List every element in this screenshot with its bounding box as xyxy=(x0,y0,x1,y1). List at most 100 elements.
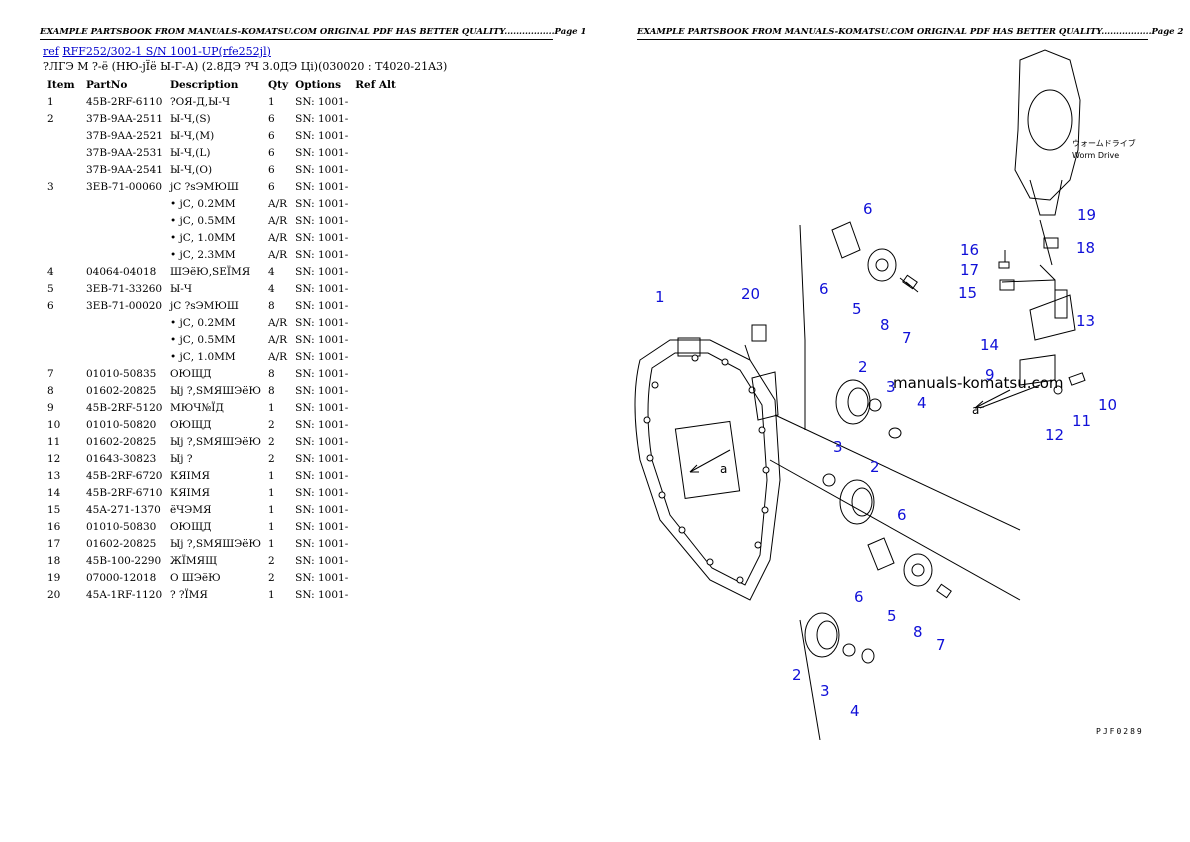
worm-drive-label-en: Worm Drive xyxy=(1072,151,1120,160)
callout-2: 2 xyxy=(792,666,802,684)
cell-item: 10 xyxy=(47,418,61,431)
cell-ref-alt xyxy=(352,501,400,518)
cell-qty: 1 xyxy=(268,520,275,533)
cell-qty: 1 xyxy=(268,469,275,482)
coupling-2-lower xyxy=(804,612,840,658)
cell-qty: 6 xyxy=(268,129,275,142)
callout-5: 5 xyxy=(852,300,862,318)
bolt-7-lower xyxy=(936,583,952,599)
parts-table-header: Item PartNo Description Qty Options Ref … xyxy=(44,77,400,93)
cell-ref-alt xyxy=(352,484,400,501)
plug-4-lower xyxy=(861,648,875,664)
callout-5: 5 xyxy=(887,607,897,625)
callout-3: 3 xyxy=(886,378,896,396)
callout-6: 6 xyxy=(854,588,864,606)
cell-ref-alt xyxy=(352,144,400,161)
cell-qty: 1 xyxy=(268,95,275,108)
cell-item: 3 xyxy=(47,180,54,193)
parts-table: Item PartNo Description Qty Options Ref … xyxy=(44,77,400,603)
cell-options: SN: 1001- xyxy=(295,384,349,397)
cell-qty: 1 xyxy=(268,401,275,414)
column-ref-alt: Ref Alt xyxy=(355,79,396,91)
cell-qty: 2 xyxy=(268,435,275,448)
cell-description: ёЧЭМЯ xyxy=(169,503,212,516)
cell-ref-alt xyxy=(352,314,400,331)
cell-description: Ы-Ч,(M) xyxy=(169,129,215,142)
cell-item xyxy=(44,161,83,178)
cell-qty: 4 xyxy=(268,282,275,295)
callout-6: 6 xyxy=(897,506,907,524)
cell-partno: 45A-1RF-1120 xyxy=(86,588,163,601)
drawing-code: PJF0289 xyxy=(1096,727,1144,736)
ref-model-link[interactable]: RFF252/302-1 S/N 1001-UP(rfe252jl) xyxy=(62,45,271,58)
cell-qty: A/R xyxy=(268,316,288,329)
cell-ref-alt xyxy=(352,195,400,212)
column-description: Description xyxy=(169,79,239,91)
cell-options: SN: 1001- xyxy=(295,95,349,108)
callout-16: 16 xyxy=(960,241,979,259)
cell-item xyxy=(44,331,83,348)
cell-ref-alt xyxy=(352,348,400,365)
shim-6-upper xyxy=(831,221,861,259)
cell-qty: 6 xyxy=(268,112,275,125)
cell-ref-alt xyxy=(352,552,400,569)
cell-ref-alt xyxy=(352,127,400,144)
cell-description: КЯIМЯ xyxy=(169,469,210,482)
cell-qty: 6 xyxy=(268,180,275,193)
callout-18: 18 xyxy=(1076,239,1095,257)
callout-7: 7 xyxy=(902,329,912,347)
cell-ref-alt xyxy=(352,433,400,450)
cell-ref-alt xyxy=(352,229,400,246)
cell-options: SN: 1001- xyxy=(295,112,349,125)
worm-drive-label: ウォームドライブ Worm Drive xyxy=(1072,138,1136,162)
cell-item: 13 xyxy=(47,469,61,482)
cell-ref-alt xyxy=(352,280,400,297)
cell-options: SN: 1001- xyxy=(295,299,349,312)
cell-qty: 1 xyxy=(268,588,275,601)
cell-qty: A/R xyxy=(268,214,288,227)
cell-qty: 2 xyxy=(268,418,275,431)
callout-9: 9 xyxy=(985,366,995,384)
cell-item: 19 xyxy=(47,571,61,584)
cell-partno xyxy=(83,348,167,365)
ref-prefix-link[interactable]: ref xyxy=(43,45,59,58)
cell-partno: 37B-9AA-2511 xyxy=(86,112,163,125)
cell-item xyxy=(44,127,83,144)
flange-5-upper xyxy=(867,248,897,282)
cell-item: 7 xyxy=(47,367,54,380)
cell-ref-alt xyxy=(352,212,400,229)
cell-ref-alt xyxy=(352,263,400,280)
cell-options: SN: 1001- xyxy=(295,333,349,346)
cell-qty: 2 xyxy=(268,554,275,567)
cell-item xyxy=(44,212,83,229)
bolt-7-upper xyxy=(902,274,918,290)
cell-item: 20 xyxy=(47,588,61,601)
cell-options: SN: 1001- xyxy=(295,571,349,584)
cell-qty: A/R xyxy=(268,350,288,363)
callout-10: 10 xyxy=(1098,396,1117,414)
callout-20: 20 xyxy=(741,285,760,303)
cell-item: 9 xyxy=(47,401,54,414)
cell-ref-alt xyxy=(352,246,400,263)
worm-drive xyxy=(1014,49,1081,201)
housing-inner xyxy=(647,352,768,586)
cell-ref-alt xyxy=(352,535,400,552)
cell-ref-alt xyxy=(352,331,400,348)
callout-7: 7 xyxy=(936,636,946,654)
cell-options: SN: 1001- xyxy=(295,180,349,193)
cell-ref-alt xyxy=(352,416,400,433)
cell-options: SN: 1001- xyxy=(295,503,349,516)
